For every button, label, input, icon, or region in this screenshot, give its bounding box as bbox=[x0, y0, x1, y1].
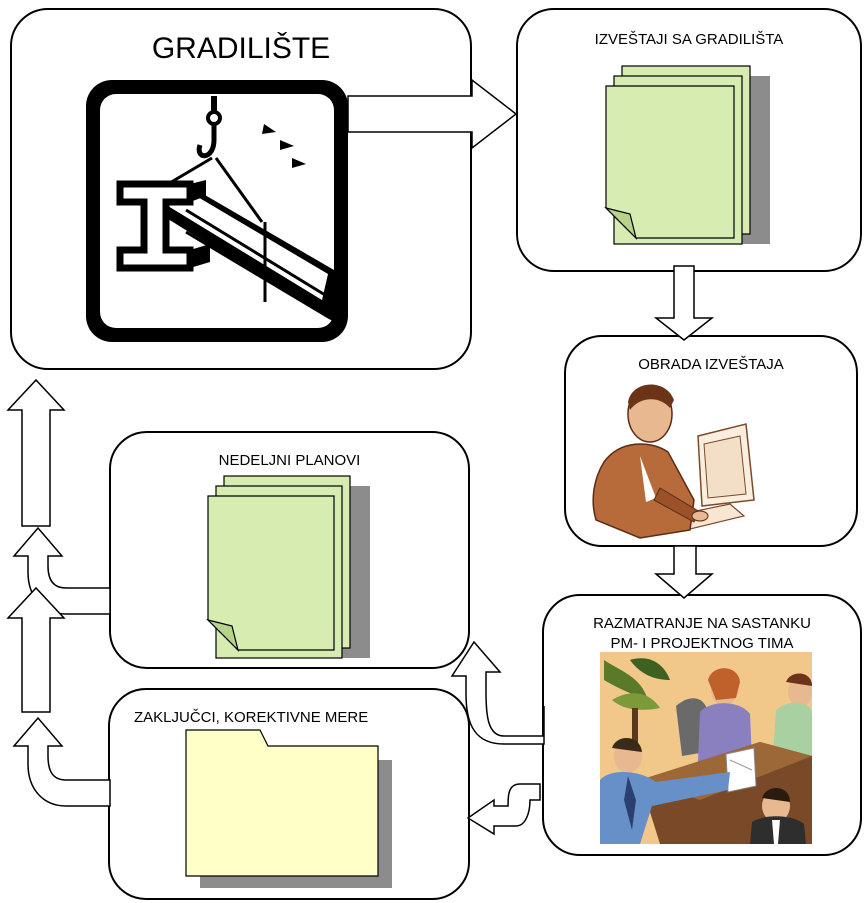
arrow-left-riser-lower bbox=[6, 586, 66, 713]
crane-beam-icon bbox=[86, 80, 348, 342]
documents-icon bbox=[604, 65, 770, 245]
folder-icon bbox=[185, 729, 392, 888]
arrow-conclusions-to-left bbox=[12, 716, 111, 807]
meeting-title-line1: RAZMATRANJE NA SASTANKU bbox=[593, 615, 811, 632]
arrow-left-riser-upper bbox=[6, 378, 66, 527]
arrow-reports-to-processing bbox=[653, 265, 715, 341]
processing-title: OBRADA IZVEŠTAJA bbox=[638, 356, 784, 373]
person-computer-icon bbox=[592, 384, 755, 539]
arrow-meeting-to-weekly bbox=[450, 640, 545, 745]
arrow-site-to-reports bbox=[347, 78, 518, 150]
site-reports-title: IZVEŠTAJI SA GRADILIŠTA bbox=[594, 31, 784, 48]
weekly-plans-documents-icon bbox=[206, 475, 370, 659]
weekly-plans-title: NEDELJNI PLANOVI bbox=[218, 452, 361, 469]
arrow-meeting-to-conclusions bbox=[466, 783, 541, 836]
meeting-icon bbox=[600, 652, 812, 844]
conclusions-title: ZAKLJUČCI, KOREKTIVNE MERE bbox=[134, 709, 369, 726]
meeting-title-line2: PM- I PROJEKTNOG TIMA bbox=[610, 635, 794, 652]
site-title: GRADILIŠTE bbox=[151, 32, 331, 65]
arrow-processing-to-meeting bbox=[653, 545, 715, 599]
